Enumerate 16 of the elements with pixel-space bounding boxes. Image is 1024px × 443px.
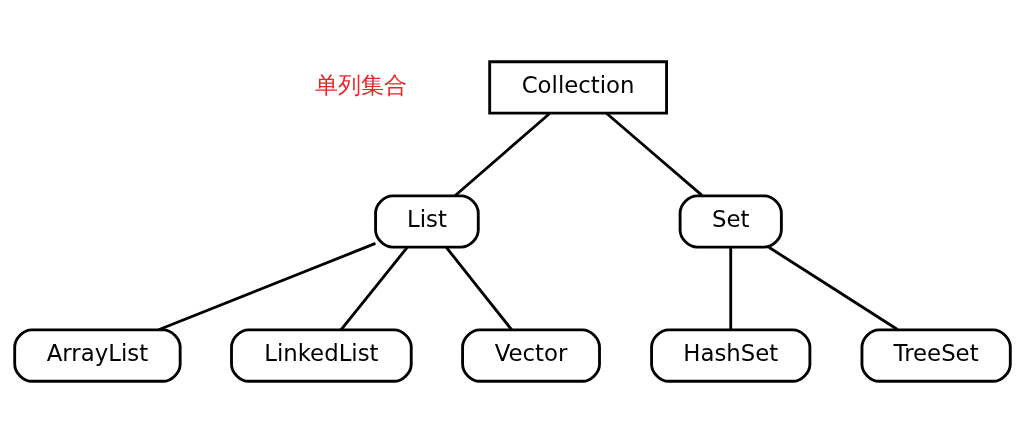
node-box: Vector bbox=[460, 328, 601, 383]
node-box: HashSet bbox=[649, 328, 811, 383]
connector bbox=[444, 246, 513, 331]
connector bbox=[453, 112, 551, 197]
node-box: List bbox=[373, 194, 480, 249]
connector bbox=[339, 246, 408, 331]
node-box: TreeSet bbox=[860, 328, 1012, 383]
connector bbox=[728, 247, 732, 330]
connector bbox=[157, 242, 376, 332]
connector bbox=[605, 112, 703, 197]
node-box: ArrayList bbox=[12, 328, 182, 383]
label: 单列集合 bbox=[314, 71, 407, 98]
node-box: Set bbox=[678, 194, 783, 249]
node-box: Collection bbox=[487, 60, 668, 115]
node-box: LinkedList bbox=[229, 328, 413, 383]
connector bbox=[767, 246, 898, 331]
